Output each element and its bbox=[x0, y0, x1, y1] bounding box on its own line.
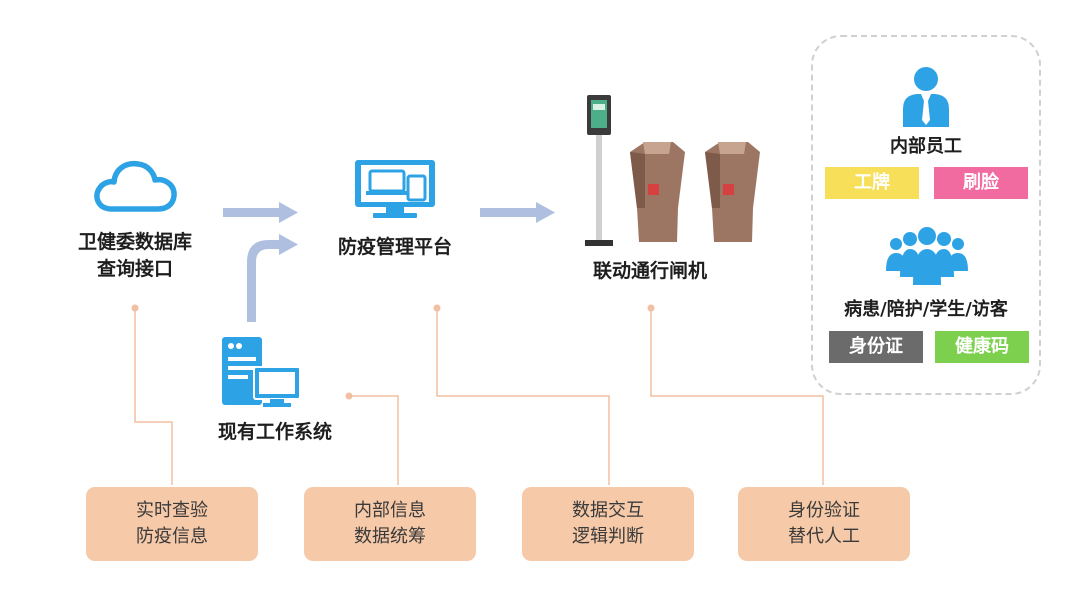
feature-box-line: 替代人工 bbox=[788, 526, 860, 547]
feature-box-line: 防疫信息 bbox=[136, 526, 208, 547]
feature-box-data-logic: 数据交互 逻辑判断 bbox=[522, 487, 694, 561]
user-types-panel: 内部员工 工牌 刷脸 病患/陪护/学生/访客 身份证 健康码 bbox=[811, 35, 1041, 395]
feature-box-line: 逻辑判断 bbox=[572, 526, 644, 547]
feature-box-line: 数据交互 bbox=[572, 500, 644, 521]
badge-id-card: 身份证 bbox=[829, 331, 923, 363]
feature-box-line: 数据统筹 bbox=[354, 526, 426, 547]
feature-box-line: 内部信息 bbox=[354, 500, 426, 521]
flow-arrow-platform-to-gate bbox=[480, 202, 555, 223]
group-people-icon bbox=[886, 227, 968, 285]
flow-arrow-existing-to-platform bbox=[247, 234, 298, 322]
badge-work-card: 工牌 bbox=[825, 167, 919, 199]
visitors-title: 病患/陪护/学生/访客 bbox=[844, 299, 1008, 320]
gate-label: 联动通行闸机 bbox=[592, 260, 707, 282]
feature-box-identity-verify: 身份验证 替代人工 bbox=[738, 487, 910, 561]
monitor-devices-icon bbox=[355, 160, 435, 218]
feature-box-realtime-check: 实时查验 防疫信息 bbox=[86, 487, 258, 561]
platform-label: 防疫管理平台 bbox=[337, 236, 452, 258]
gate-machine-icon bbox=[585, 95, 760, 246]
connector-platform bbox=[436, 308, 610, 485]
wjw-label-line2: 查询接口 bbox=[96, 258, 173, 280]
badge-face-scan: 刷脸 bbox=[934, 167, 1028, 199]
flow-arrow-wjw-to-platform bbox=[223, 202, 298, 223]
node-wjw-database: 卫健委数据库 查询接口 bbox=[60, 155, 210, 283]
connector-wjw bbox=[134, 308, 173, 485]
badge-health-code: 健康码 bbox=[935, 331, 1029, 363]
feature-box-internal-data: 内部信息 数据统筹 bbox=[304, 487, 476, 561]
staff-person-icon bbox=[903, 67, 949, 127]
connector-existing bbox=[349, 395, 399, 485]
staff-title: 内部员工 bbox=[890, 136, 962, 157]
feature-box-line: 身份验证 bbox=[788, 500, 860, 521]
wjw-label-line1: 卫健委数据库 bbox=[77, 231, 192, 253]
server-computer-icon bbox=[222, 337, 301, 407]
node-existing-system: 现有工作系统 bbox=[200, 335, 350, 446]
feature-box-line: 实时查验 bbox=[136, 500, 208, 521]
existing-label: 现有工作系统 bbox=[217, 421, 332, 443]
cloud-icon bbox=[94, 160, 177, 212]
node-platform: 防疫管理平台 bbox=[320, 158, 470, 261]
node-gate: 联动通行闸机 bbox=[575, 90, 775, 290]
connector-gate bbox=[650, 308, 824, 485]
